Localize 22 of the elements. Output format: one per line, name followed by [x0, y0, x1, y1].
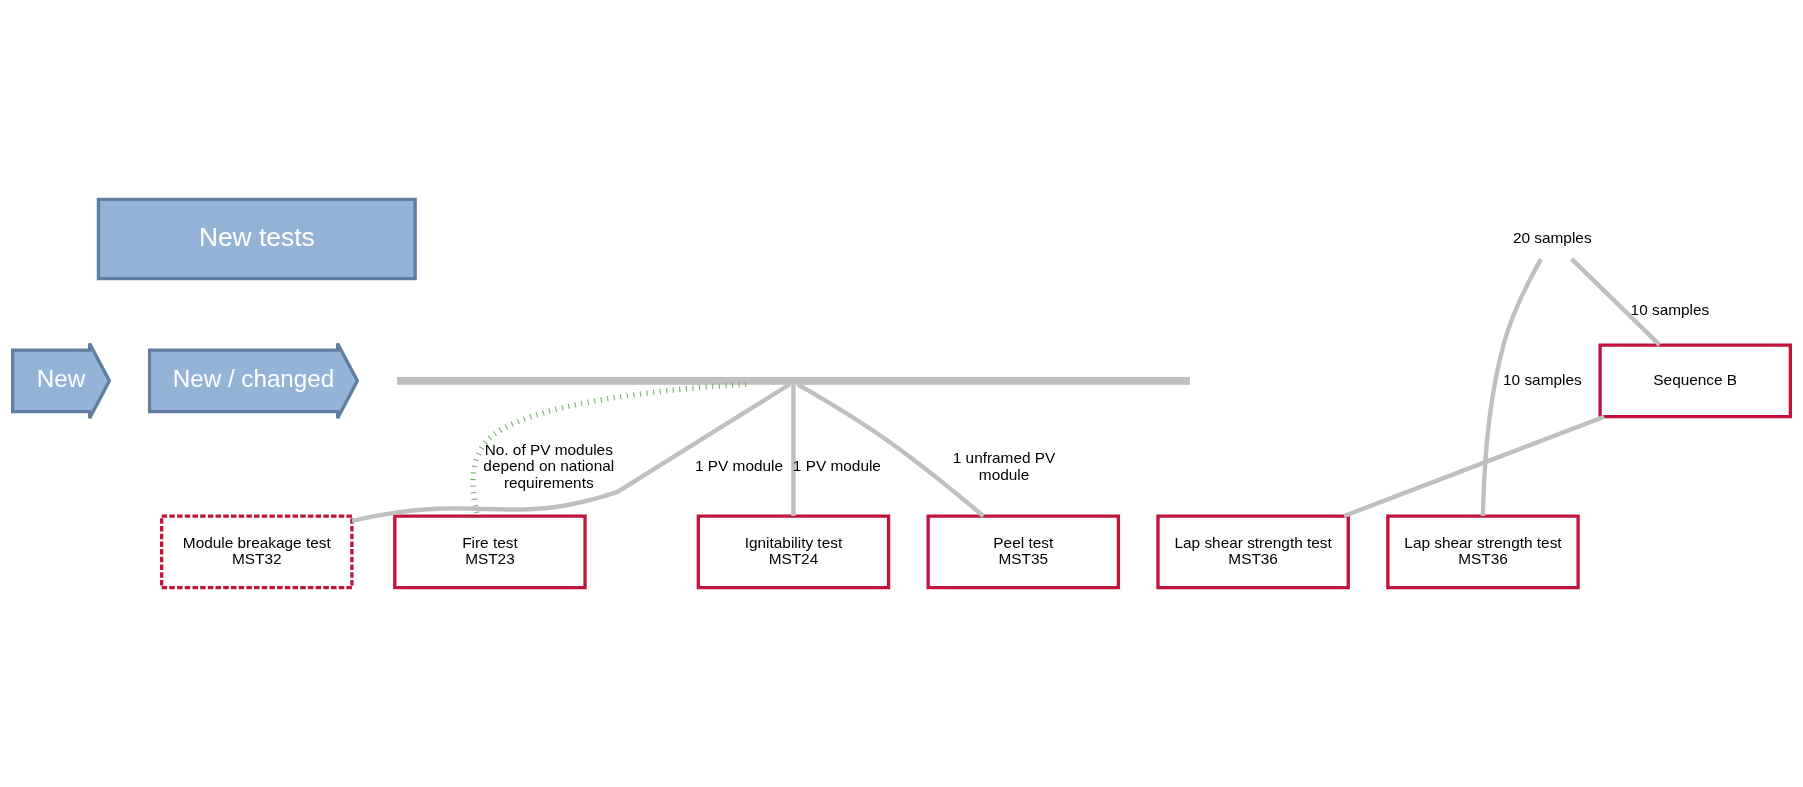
- edge-label: No. of PV modules depend on national requirements: [483, 440, 615, 491]
- connector: [1480, 258, 1543, 517]
- edge-label: 1 PV module: [695, 457, 784, 475]
- node-box: Sequence B: [1598, 343, 1792, 419]
- node-text: 20 samples: [1512, 229, 1592, 247]
- connector: [796, 382, 985, 518]
- connector: [351, 382, 791, 524]
- edge-label: 10 samples: [1630, 301, 1710, 319]
- edge-label: 1 unframed PV module: [952, 449, 1056, 483]
- node-box: Lap shear strength test MST36: [1156, 514, 1350, 590]
- node-box: New tests: [96, 197, 417, 281]
- connector: [791, 384, 796, 516]
- node-box: Lap shear strength test MST36: [1386, 514, 1580, 590]
- edge-label: 10 samples: [1503, 370, 1582, 388]
- node-box: Module breakage test MST32: [160, 514, 354, 590]
- node-box: Peel test MST35: [926, 514, 1121, 590]
- node-box: Fire test MST23: [393, 514, 587, 590]
- connector: [1570, 257, 1662, 347]
- node-box: Ignitability test MST24: [696, 514, 891, 590]
- node-bar: [397, 377, 1190, 385]
- edge-label: 1 PV module: [792, 457, 881, 475]
- connector: [1343, 414, 1605, 519]
